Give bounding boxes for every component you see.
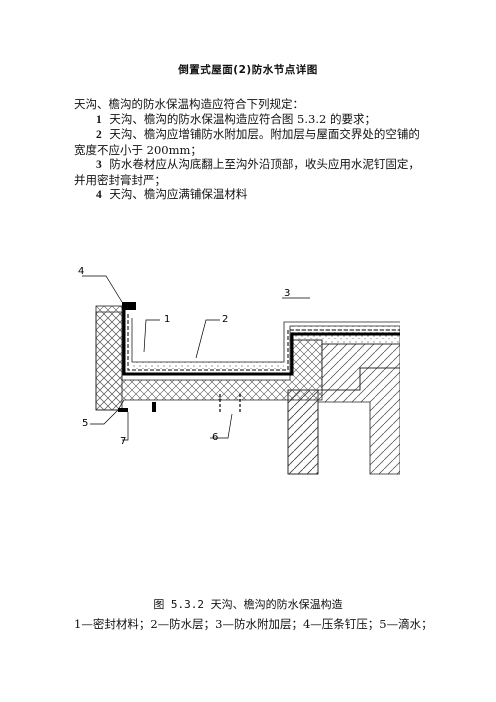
drip-edge <box>118 408 128 412</box>
concrete-wall <box>287 389 319 475</box>
bottom-nail <box>152 402 156 412</box>
gutter-bed <box>132 362 284 370</box>
label-7: 7 <box>120 436 126 447</box>
label-2: 2 <box>222 314 228 325</box>
page-title: 倒置式屋面(2)防水节点详图 <box>178 64 318 76</box>
label-3: 3 <box>284 288 290 299</box>
item-number: 2 <box>96 129 102 141</box>
item-number: 3 <box>96 159 102 171</box>
waterproof-layer <box>122 310 400 376</box>
label-5: 5 <box>82 418 88 429</box>
list-item: 3 防水卷材应从沟底翻上至沟外沿顶部，收头应用水泥钉固定，并用密封膏封严； <box>74 157 420 188</box>
item-text: 防水卷材应从沟底翻上至沟外沿顶部，收头应用水泥钉固定，并用密封膏封严； <box>74 157 420 187</box>
gutter-detail-drawing: 4 1 2 3 5 6 7 <box>78 266 400 475</box>
label-1: 1 <box>164 314 170 325</box>
item-number: 4 <box>96 189 102 201</box>
item-number: 1 <box>96 114 102 126</box>
list-item: 2 天沟、檐沟应增铺防水附加层。附加层与屋面交界处的空铺的宽度不应小于 200m… <box>74 127 420 158</box>
additional-waterproof-layer <box>127 314 400 371</box>
list-item: 1 天沟、檐沟的防水保温构造应符合图 5.3.2 的要求； <box>96 112 420 128</box>
list-item: 4 天沟、檐沟应满铺保温材料 <box>96 187 420 203</box>
label-4: 4 <box>78 266 84 277</box>
item-text: 天沟、檐沟应满铺保温材料 <box>109 187 248 201</box>
figure-caption: 图 5.3.2 天沟、檐沟的防水保温构造 <box>153 598 343 611</box>
callouts <box>82 275 310 441</box>
label-6: 6 <box>212 432 218 443</box>
gutter-edge-block <box>95 305 123 411</box>
intro-paragraph: 天沟、檐沟的防水保温构造应符合下列规定： <box>74 97 304 111</box>
figure-legend: 1—密封材料；2—防水层；3—防水附加层；4—压条钉压；5—滴水； <box>74 617 433 631</box>
sealant-block <box>122 302 136 310</box>
item-text: 天沟、檐沟应增铺防水附加层。附加层与屋面交界处的空铺的宽度不应小于 200mm； <box>74 127 420 157</box>
item-text: 天沟、檐沟的防水保温构造应符合图 5.3.2 的要求； <box>109 112 376 126</box>
